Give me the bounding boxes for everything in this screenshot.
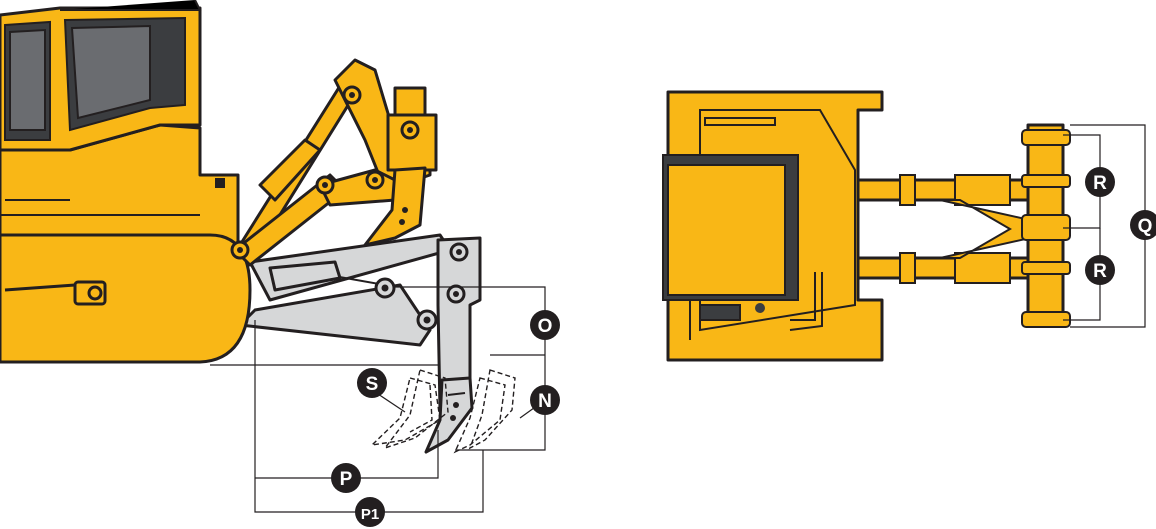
- label-q: Q: [1130, 210, 1156, 240]
- label-p1-text: P1: [361, 506, 379, 523]
- ripper-linkage: [230, 58, 438, 267]
- label-s: S: [357, 368, 387, 398]
- label-p-text: P: [340, 469, 353, 490]
- tip-swing-positions: [369, 369, 516, 454]
- label-q-text: Q: [1138, 216, 1153, 237]
- ripper-shank: [424, 236, 482, 454]
- label-r-bottom-text: R: [1093, 261, 1107, 282]
- top-view: R R Q: [662, 90, 1156, 362]
- side-view: O N S P P1: [0, 0, 560, 527]
- label-r-bottom: R: [1085, 255, 1115, 285]
- label-r-top: R: [1085, 167, 1115, 197]
- label-p: P: [331, 463, 361, 493]
- label-o: O: [530, 310, 560, 340]
- ripper-frame: [238, 233, 452, 347]
- label-s-text: S: [366, 374, 379, 395]
- label-n: N: [530, 385, 560, 415]
- tractor-body: [0, 0, 252, 364]
- label-o-text: O: [538, 316, 553, 337]
- label-r-top-text: R: [1093, 173, 1107, 194]
- label-n-text: N: [538, 391, 552, 412]
- label-p1: P1: [355, 497, 385, 527]
